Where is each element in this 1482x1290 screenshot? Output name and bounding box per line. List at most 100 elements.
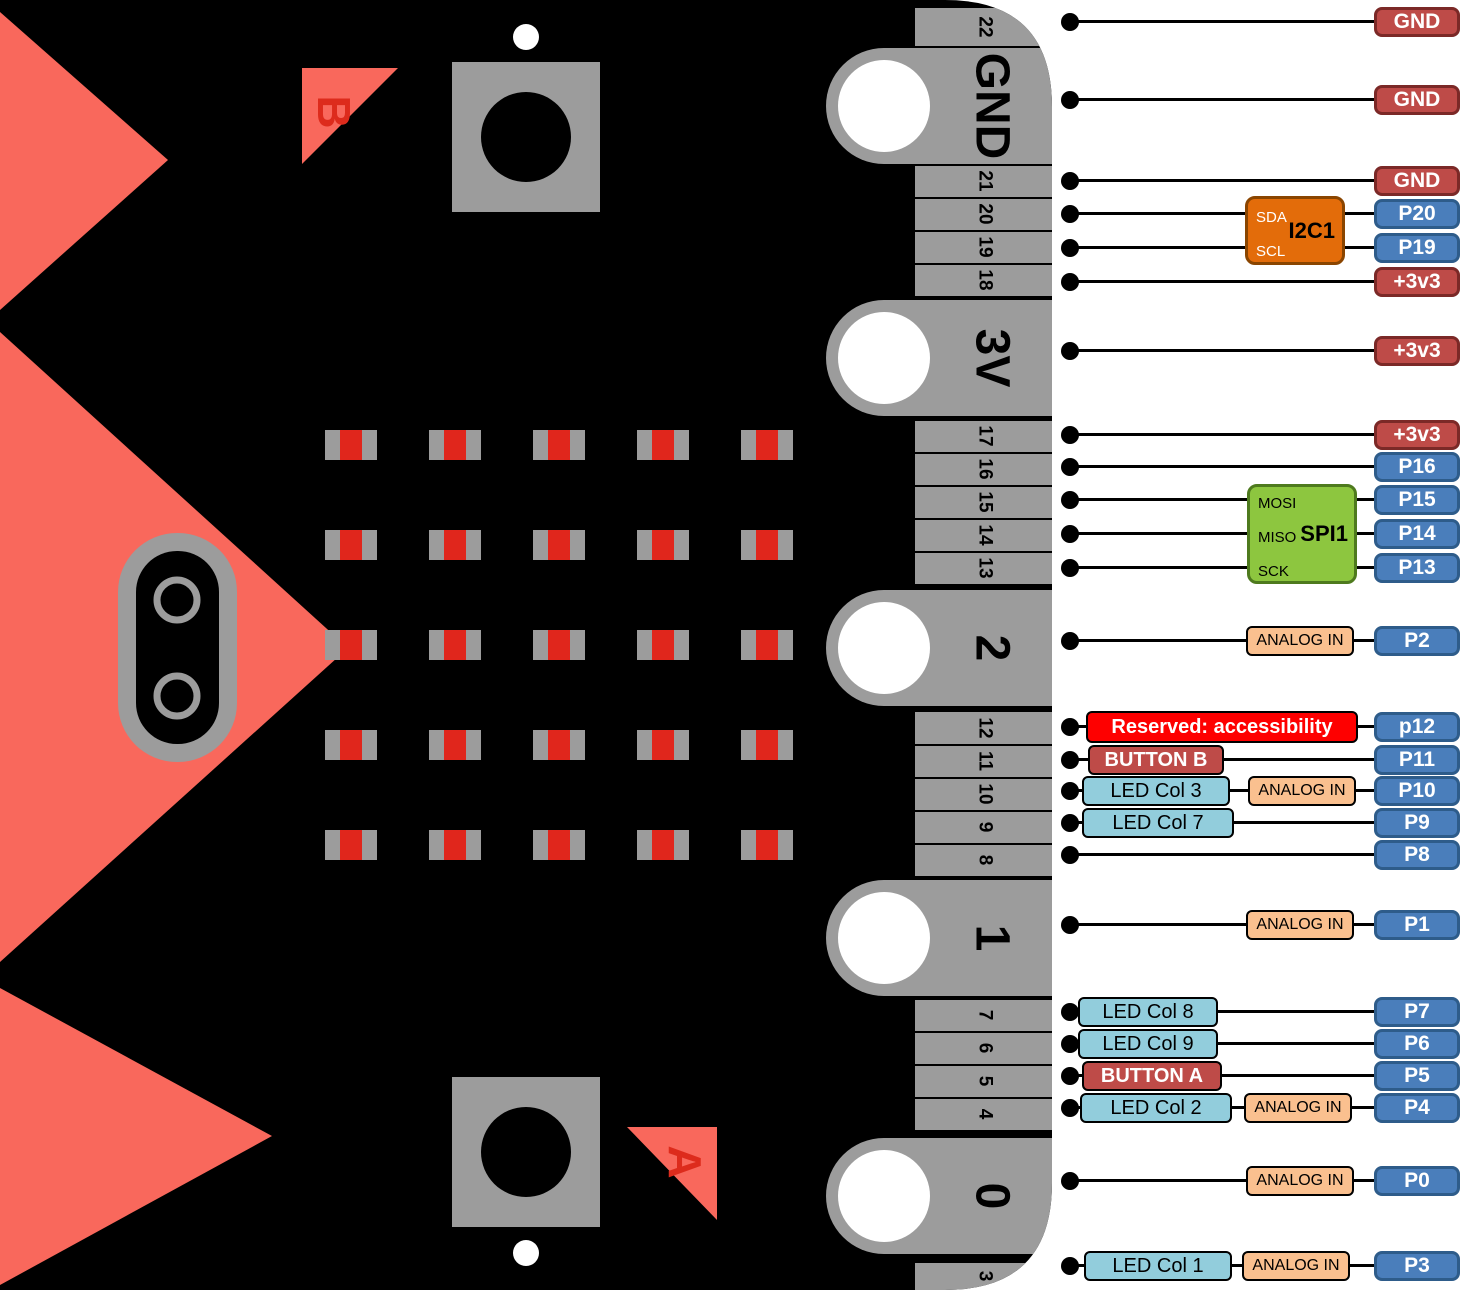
led-col-2-badge: LED Col 2	[1080, 1093, 1232, 1123]
wire-dot-p15	[1061, 491, 1079, 509]
pin-number-20: 20	[975, 203, 996, 224]
led	[533, 530, 585, 560]
pin-label-p4: P4	[1374, 1093, 1460, 1123]
pin-label-p14: P14	[1374, 519, 1460, 549]
pin-number-8: 8	[975, 855, 996, 866]
mounting-hole-bottom	[513, 1240, 539, 1266]
wire-3v3-3	[1070, 433, 1376, 436]
wire-p14	[1070, 532, 1376, 535]
wire-dot-gnd-1	[1061, 13, 1079, 31]
led	[429, 430, 481, 460]
button-b-badge: BUTTON B	[1088, 745, 1224, 775]
pin-strip-14	[915, 520, 1052, 551]
wire-dot-p7	[1061, 1003, 1079, 1021]
wire-p20	[1070, 212, 1376, 215]
button-b-letter: B	[308, 95, 360, 128]
wire-dot-p13	[1061, 559, 1079, 577]
wire-dot-p6	[1061, 1035, 1079, 1053]
gnd-pad-hole	[838, 60, 930, 152]
wire-dot-p1	[1061, 916, 1079, 934]
wire-p0	[1070, 1179, 1376, 1182]
wire-gnd-1	[1070, 20, 1376, 23]
spi1-module: MOSI MISO SCK SPI1	[1247, 484, 1357, 584]
button-a-pad	[452, 1077, 600, 1227]
pin-number-6: 6	[975, 1043, 996, 1054]
wire-p5	[1070, 1074, 1376, 1077]
pin-number-13: 13	[975, 557, 996, 578]
reserved-accessibility-badge: Reserved: accessibility	[1086, 711, 1358, 743]
analog-in-badge-p3: ANALOG IN	[1242, 1251, 1350, 1281]
board-body	[0, 0, 1052, 1290]
pin-number-17: 17	[975, 425, 996, 446]
pin-strip-13	[915, 553, 1052, 584]
led-col-8-badge: LED Col 8	[1078, 997, 1218, 1027]
analog-in-badge-p0: ANALOG IN	[1246, 1166, 1354, 1196]
led	[533, 430, 585, 460]
pin-number-16: 16	[975, 458, 996, 479]
3v-pad-hole	[838, 312, 930, 404]
button-a-letter: A	[659, 1145, 711, 1178]
wire-dot-3v3-2	[1061, 342, 1079, 360]
button-b-triangle	[302, 68, 398, 164]
wire-p7	[1070, 1010, 1376, 1013]
pin-number-19: 19	[975, 236, 996, 257]
pin-number-21: 21	[975, 170, 996, 192]
pin-label-p15: P15	[1374, 485, 1460, 515]
pin-number-3: 3	[975, 1271, 996, 1282]
battery-connector	[118, 533, 237, 762]
pin-number-12: 12	[975, 717, 996, 738]
pin-label-p8: P8	[1374, 840, 1460, 870]
pin-label-p20: P20	[1374, 199, 1460, 229]
analog-in-badge-p10: ANALOG IN	[1248, 776, 1356, 806]
pin-label-gnd-3: GND	[1374, 166, 1460, 196]
i2c1-title: I2C1	[1288, 217, 1335, 243]
pin-number-5: 5	[975, 1076, 996, 1087]
pin-number-11: 11	[975, 751, 996, 772]
led	[429, 730, 481, 760]
pin-strip-10	[915, 779, 1052, 810]
led	[325, 430, 377, 460]
wire-dot-p8	[1061, 846, 1079, 864]
microbit-board: B A	[0, 0, 1052, 1290]
led	[637, 630, 689, 660]
pin-label-gnd-1: GND	[1374, 7, 1460, 37]
edge-pad-label-gnd: GND	[966, 53, 1019, 160]
wire-dot-p9	[1061, 814, 1079, 832]
led	[325, 730, 377, 760]
pin-strip-16	[915, 454, 1052, 485]
led	[429, 530, 481, 560]
pin2-pad-hole	[838, 602, 930, 694]
led	[637, 830, 689, 860]
pin-label-gnd-2: GND	[1374, 85, 1460, 115]
spi1-miso-label: MISO	[1258, 529, 1297, 546]
pin-strip-17	[915, 421, 1052, 452]
wire-dot-p3	[1061, 1257, 1079, 1275]
pin-label-p2: P2	[1374, 626, 1460, 656]
pin-strip-4	[915, 1099, 1052, 1130]
led-col-1-badge: LED Col 1	[1084, 1251, 1232, 1281]
edge-pad-holes	[838, 60, 930, 1242]
mounting-hole-top	[513, 24, 539, 50]
pin1-pad-hole	[838, 892, 930, 984]
pin-number-15: 15	[975, 491, 996, 513]
pin-label-p7: P7	[1374, 997, 1460, 1027]
edge-pad-label-1: 1	[966, 925, 1019, 952]
wire-dot-p5	[1061, 1067, 1079, 1085]
pin-strip-9	[915, 812, 1052, 843]
led	[637, 430, 689, 460]
wire-3v3-2	[1070, 349, 1376, 352]
led	[325, 630, 377, 660]
pin-label-p5: P5	[1374, 1061, 1460, 1091]
wire-p13	[1070, 566, 1376, 569]
decor-triangle-bottom	[0, 988, 272, 1285]
wire-dot-p19	[1061, 239, 1079, 257]
pin-strip-12	[915, 712, 1052, 744]
led	[741, 430, 793, 460]
pin-strip-19	[915, 232, 1052, 263]
wire-dot-gnd-2	[1061, 91, 1079, 109]
pin-number-9: 9	[975, 822, 996, 833]
wire-p15	[1070, 498, 1376, 501]
spi1-sck-label: SCK	[1258, 563, 1289, 580]
wire-dot-p20	[1061, 205, 1079, 223]
